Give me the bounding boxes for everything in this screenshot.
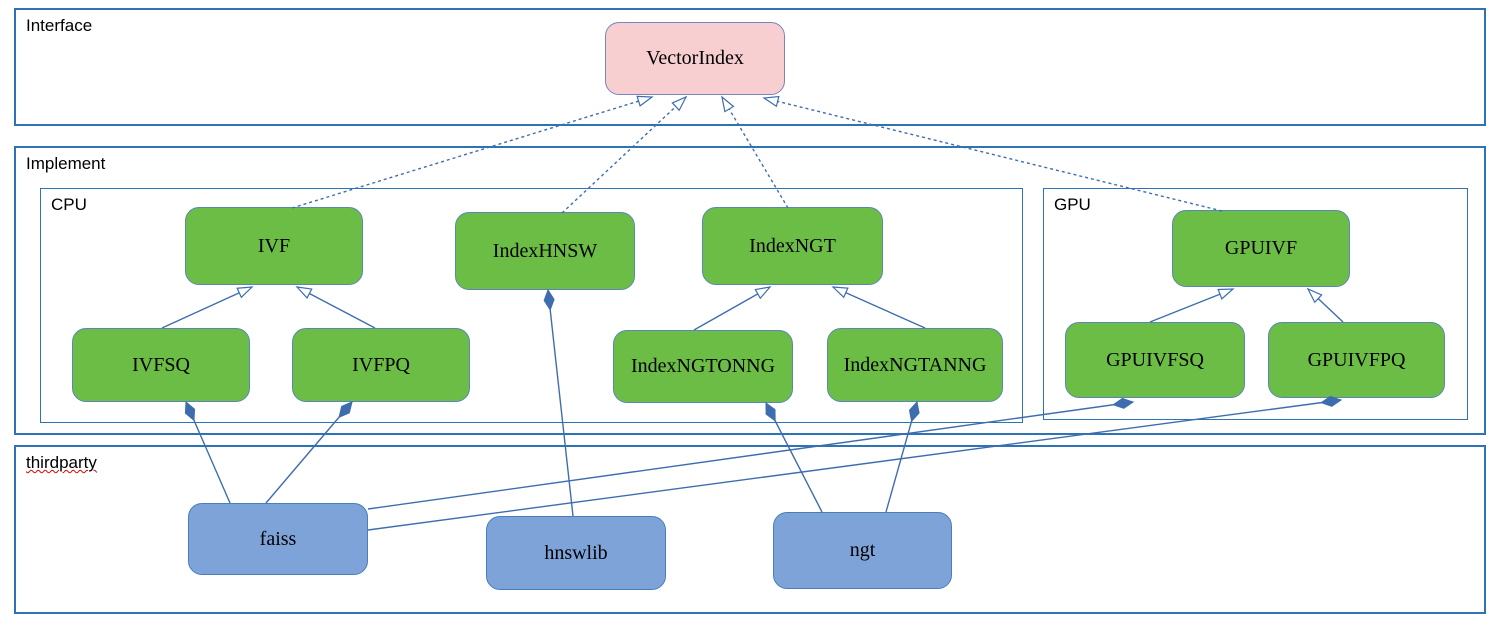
container-cpu-label: CPU (51, 195, 87, 214)
node-label: IndexHNSW (492, 239, 598, 262)
node-label: GPUIVF (1224, 237, 1298, 259)
container-interface-label: Interface (26, 16, 93, 35)
node-label: faiss (259, 527, 297, 550)
node-label: IndexNGTONNG (630, 355, 776, 377)
node-ngt[interactable]: ngt (773, 512, 952, 589)
node-label: GPUIVFPQ (1307, 348, 1406, 371)
container-thirdparty-label: thirdparty (26, 453, 97, 472)
node-vectorindex[interactable]: VectorIndex (605, 22, 785, 95)
node-faiss[interactable]: faiss (188, 503, 368, 575)
node-indexhnsw[interactable]: IndexHNSW (455, 212, 635, 290)
node-label: GPUIVFSQ (1106, 348, 1204, 371)
node-label: hnswlib (544, 541, 608, 564)
node-ivfpq[interactable]: IVFPQ (292, 328, 470, 402)
node-label: IVFPQ (352, 353, 410, 376)
node-ivf[interactable]: IVF (185, 207, 363, 285)
node-label: IVF (257, 234, 291, 257)
node-ivfsq[interactable]: IVFSQ (72, 328, 250, 402)
container-implement-label: Implement (26, 154, 106, 173)
node-gpuivfpq[interactable]: GPUIVFPQ (1268, 322, 1445, 398)
node-label: ngt (849, 539, 876, 561)
node-label: IndexNGTANNG (843, 353, 987, 376)
node-indexngt[interactable]: IndexNGT (702, 207, 883, 285)
node-indexngtanng[interactable]: IndexNGTANNG (827, 328, 1003, 402)
node-gpuivf[interactable]: GPUIVF (1172, 210, 1350, 287)
node-label: IndexNGT (749, 234, 836, 257)
node-label: VectorIndex (646, 47, 744, 69)
node-indexngtonng[interactable]: IndexNGTONNG (613, 330, 793, 403)
node-hnswlib[interactable]: hnswlib (486, 516, 666, 590)
container-gpu-label: GPU (1054, 195, 1091, 214)
node-label: IVFSQ (132, 353, 190, 376)
node-gpuivfsq[interactable]: GPUIVFSQ (1065, 322, 1245, 398)
